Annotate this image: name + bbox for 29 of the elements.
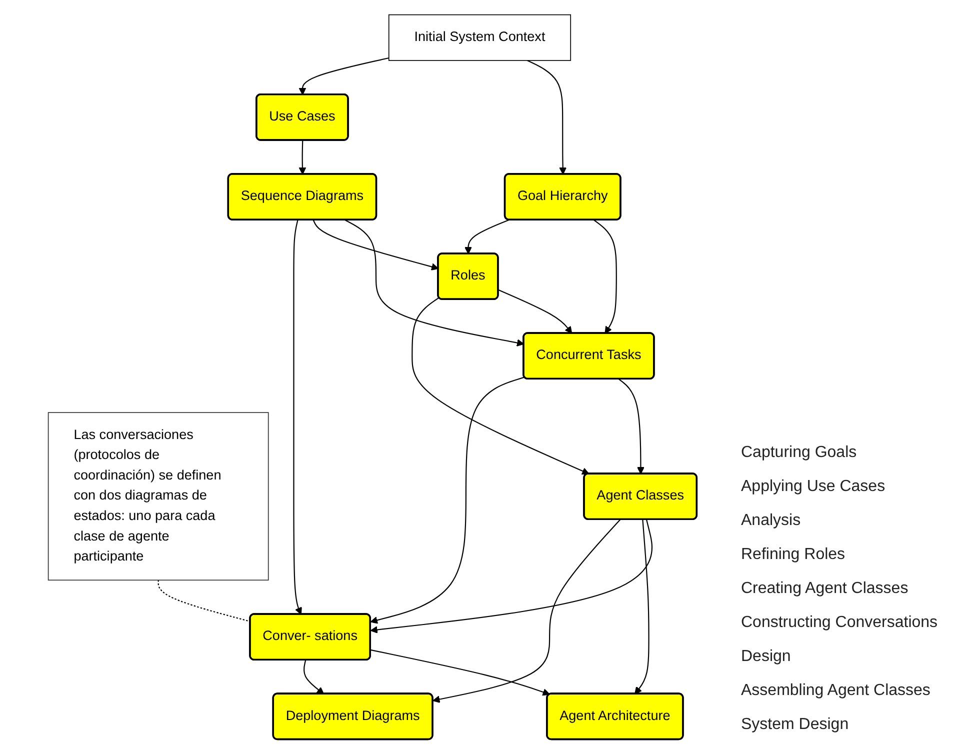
arrow — [594, 220, 617, 334]
arrow — [498, 289, 572, 334]
arrow — [370, 649, 550, 696]
phase-label: Assembling Agent Classes — [740, 681, 932, 701]
arrow — [634, 520, 650, 694]
arrow — [618, 378, 644, 474]
arrow — [370, 376, 525, 624]
arrow — [370, 519, 652, 634]
arrow — [312, 220, 439, 270]
phase-label: Refining Roles — [740, 545, 846, 565]
phase-label: Design — [740, 647, 792, 667]
node-box: Las conversaciones (protocolos de coordinación) se definen con dos diagramas de estados: uno para cada clase de agente participante — [48, 412, 269, 581]
arrow — [298, 140, 306, 175]
phase-label: Creating Agent Classes — [740, 579, 910, 599]
arrow — [464, 219, 509, 254]
arrow — [432, 519, 621, 703]
arrow — [412, 297, 590, 475]
arrow — [303, 660, 324, 694]
arrow — [298, 57, 389, 96]
phase-label: Constructing Conversations — [740, 613, 939, 633]
connector — [158, 580, 250, 622]
phase-label: System Design — [740, 715, 850, 735]
node-box: Initial System Context — [388, 14, 572, 61]
phase-label: Analysis — [740, 511, 802, 531]
arrow — [527, 60, 567, 175]
phase-label: Applying Use Cases — [740, 477, 886, 497]
arrow — [293, 220, 302, 615]
arrow — [344, 220, 524, 346]
phase-label: Capturing Goals — [740, 443, 858, 463]
